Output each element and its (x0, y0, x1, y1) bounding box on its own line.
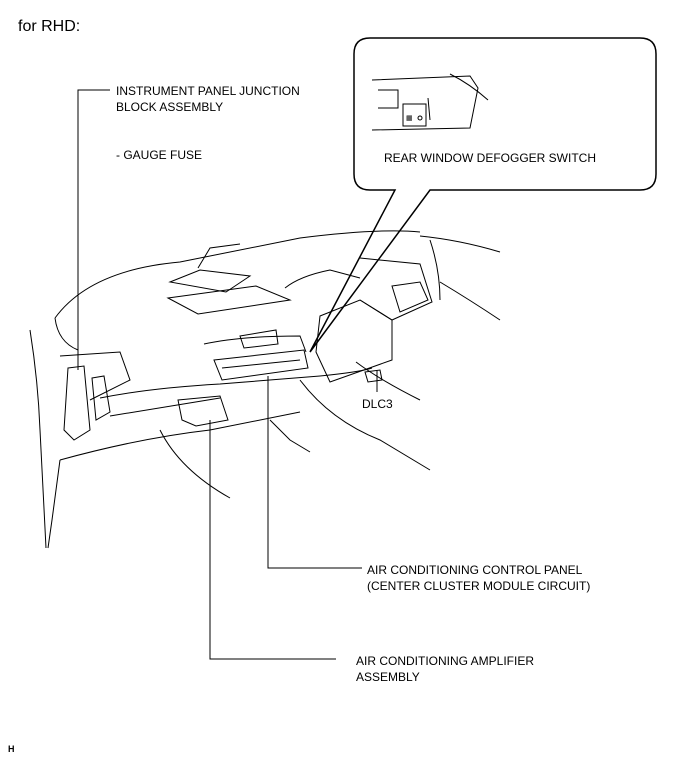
figure-code: H (8, 744, 15, 754)
dashboard-outline (29, 230, 501, 549)
defogger-switch-callout: ▦ (309, 37, 657, 353)
junction-block-label: INSTRUMENT PANEL JUNCTION BLOCK ASSEMBLY (116, 83, 300, 115)
defogger-switch-icon (402, 103, 427, 127)
ac-control-panel-shape (213, 349, 309, 381)
svg-text:▦: ▦ (406, 115, 413, 122)
ac-control-panel-label: AIR CONDITIONING CONTROL PANEL (CENTER C… (367, 562, 590, 594)
defogger-switch-label: REAR WINDOW DEFOGGER SWITCH (384, 151, 596, 165)
junction-block-shape (63, 365, 91, 441)
junction-block-label-line1: INSTRUMENT PANEL JUNCTION (116, 84, 300, 98)
ac-control-panel-label-line1: AIR CONDITIONING CONTROL PANEL (367, 563, 583, 577)
ac-amplifier-label-line2: ASSEMBLY (356, 670, 420, 684)
page-heading: for RHD: (18, 18, 81, 35)
ac-amplifier-label-line1: AIR CONDITIONING AMPLIFIER (356, 654, 535, 668)
ac-amplifier-label: AIR CONDITIONING AMPLIFIER ASSEMBLY (356, 653, 534, 685)
gauge-fuse-label: - GAUGE FUSE (116, 148, 203, 162)
ac-control-panel-label-line2: (CENTER CLUSTER MODULE CIRCUIT) (367, 579, 591, 593)
junction-block-label-line2: BLOCK ASSEMBLY (116, 100, 224, 114)
dlc3-label: DLC3 (362, 397, 393, 411)
dlc3-connector-shape (364, 369, 383, 383)
ac-amplifier-shape (177, 395, 229, 427)
leader-lines (77, 89, 378, 660)
